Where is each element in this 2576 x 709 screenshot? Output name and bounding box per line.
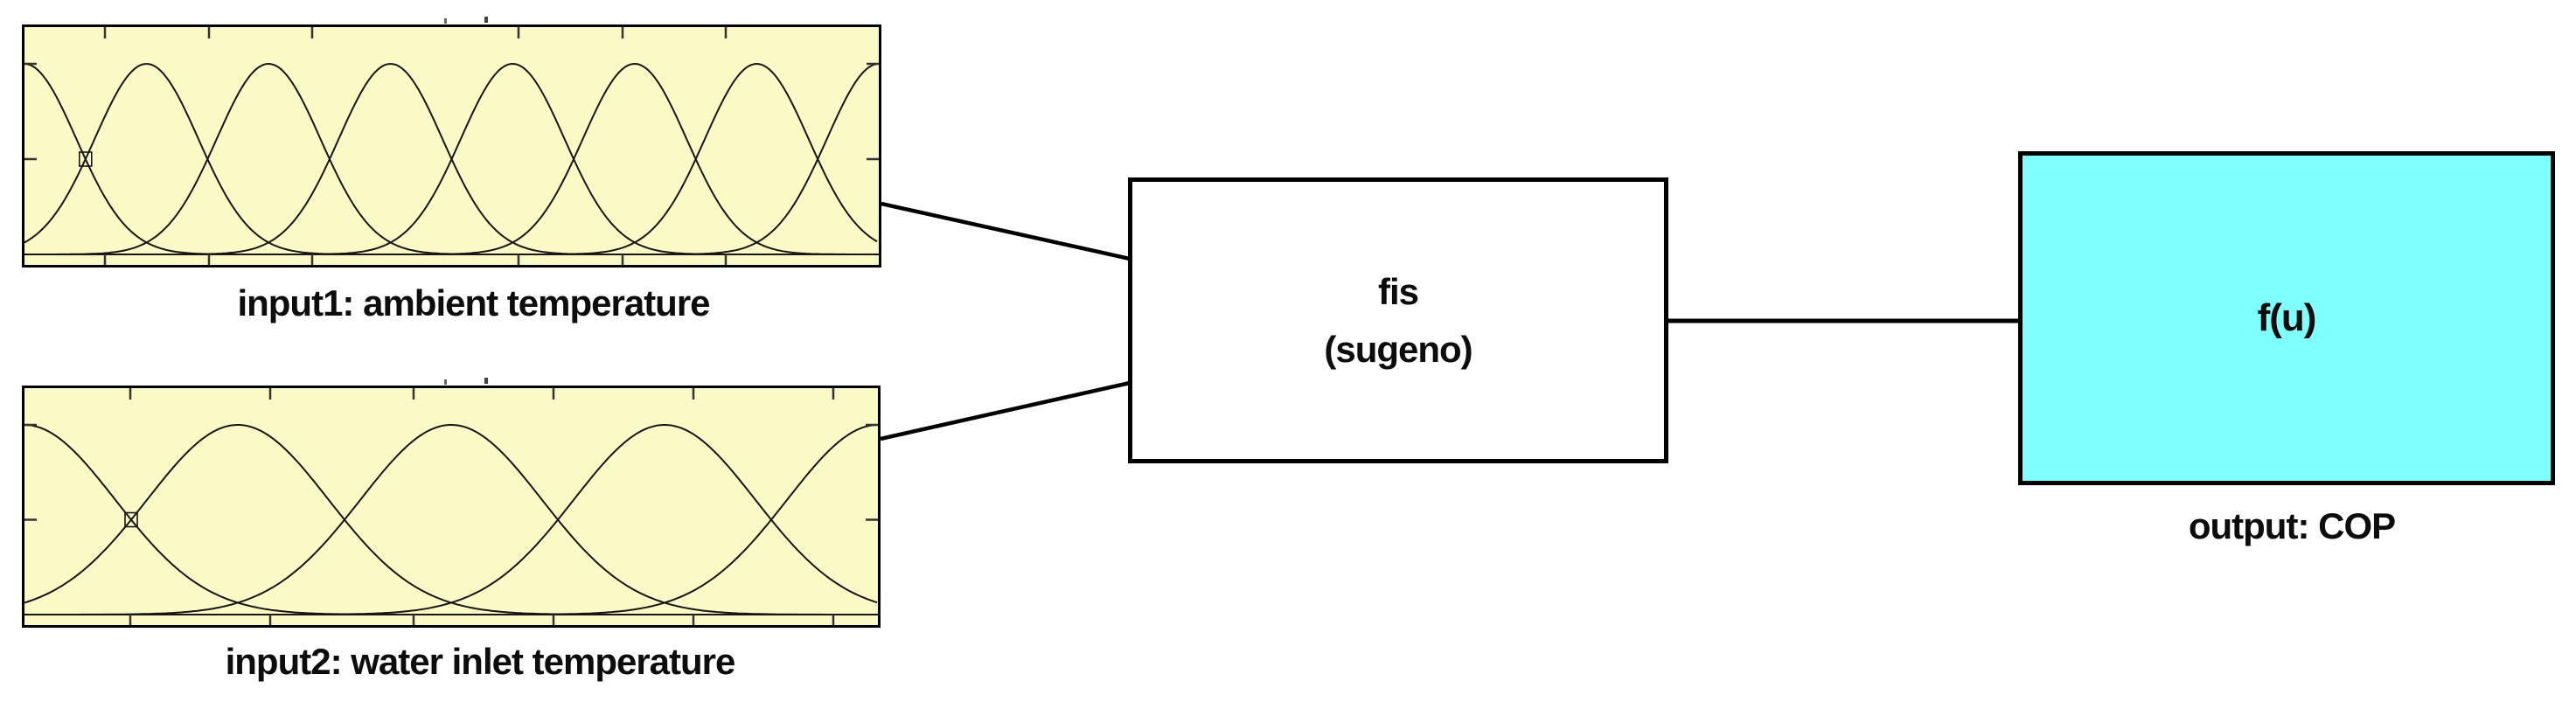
input1-label: input1: ambient temperature [237, 282, 710, 323]
output-block[interactable]: f(u) [2018, 151, 2555, 485]
output-label: output: COP [2188, 505, 2396, 546]
input2-ticklabel-remnant-1 [444, 379, 447, 385]
fis-type: (sugeno) [1324, 328, 1472, 370]
output-function-label: f(u) [2257, 296, 2317, 339]
input2-ticklabel-remnant-2 [484, 378, 488, 384]
input1-ticklabel-remnant-1 [444, 18, 447, 24]
connector-input1-to-fis [881, 201, 1131, 261]
connector-input2-to-fis [880, 380, 1131, 441]
input2-mf-block[interactable] [22, 386, 881, 628]
input1-mf-curves [24, 27, 879, 265]
input1-ticklabel-remnant-2 [484, 17, 488, 23]
fis-name: fis [1377, 270, 1419, 312]
input2-mf-curves [24, 388, 878, 625]
fis-block[interactable]: fis (sugeno) [1128, 177, 1668, 463]
input1-mf-block[interactable] [22, 24, 881, 268]
input2-label: input2: water inlet temperature [225, 641, 736, 682]
